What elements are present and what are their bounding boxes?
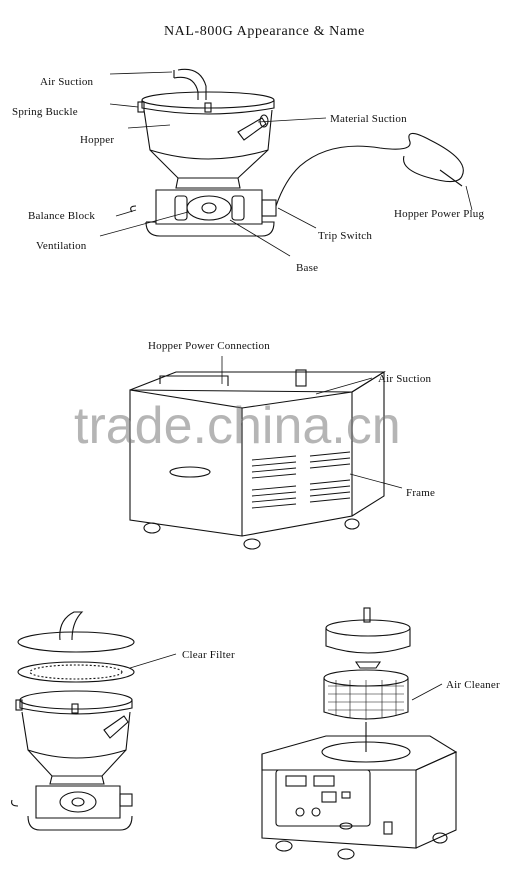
page-title: NAL-800G Appearance & Name — [163, 24, 366, 39]
label-air-cleaner: Air Cleaner — [446, 679, 500, 691]
exploded-hopper-drawing — [11, 611, 135, 831]
leaders-section2 — [221, 356, 403, 489]
label-air-suction-2: Air Suction — [378, 373, 432, 385]
frame-drawing — [129, 369, 386, 550]
label-air-suction: Air Suction — [40, 76, 94, 88]
label-spring-buckle: Spring Buckle — [12, 106, 78, 118]
label-base: Base — [296, 262, 319, 274]
exploded-frame-drawing — [261, 607, 458, 860]
label-frame: Frame — [406, 487, 436, 499]
label-balance-block: Balance Block — [28, 210, 96, 222]
label-ventilation: Ventilation — [36, 240, 87, 252]
label-hopper: Hopper — [80, 134, 115, 146]
leaders-section3-left — [129, 653, 177, 669]
leaders-section3-right — [411, 683, 443, 701]
watermark: trade.china.cn — [74, 397, 401, 455]
label-clear-filter: Clear Filter — [182, 649, 235, 661]
label-material-suction: Material Suction — [330, 113, 407, 125]
label-hopper-power-connection: Hopper Power Connection — [148, 340, 270, 352]
leaders-section1 — [99, 71, 473, 257]
label-hopper-power-plug: Hopper Power Plug — [394, 208, 485, 220]
label-trip-switch: Trip Switch — [318, 230, 373, 242]
